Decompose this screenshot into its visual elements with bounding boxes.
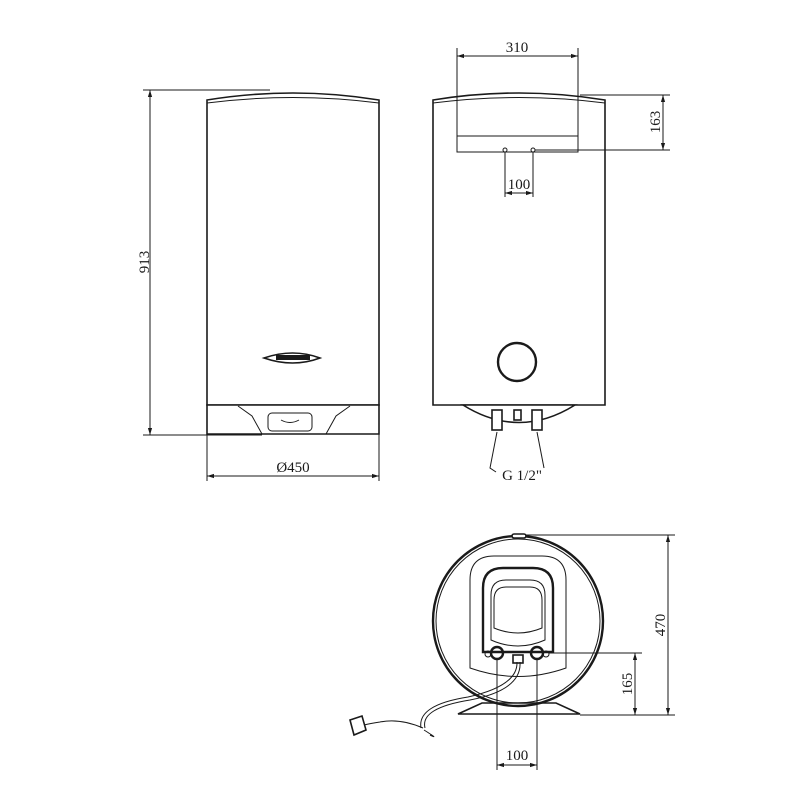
front-view: 913 Ø450	[137, 89, 380, 481]
height-label: 913	[137, 251, 153, 274]
cable-gland	[512, 654, 524, 664]
control-panel	[267, 412, 313, 432]
pipe-spacing-label: 100	[506, 748, 529, 764]
power-plug	[349, 714, 367, 737]
bottom-view: 470 165 100	[349, 533, 675, 770]
bracket-height-label: 163	[648, 111, 664, 134]
pipe-height-label: 165	[620, 673, 636, 696]
diameter-label: Ø450	[276, 460, 309, 476]
depth-label: 470	[653, 614, 669, 637]
power-cord	[424, 661, 521, 729]
back-view: 310 163 100 G 1/2"	[432, 40, 670, 484]
inspection-flange	[496, 341, 538, 383]
control-housing	[481, 566, 555, 654]
stand	[457, 702, 581, 715]
heater-body-back	[432, 92, 606, 406]
heater-body-front	[206, 92, 380, 406]
bracket-width-label: 310	[506, 40, 529, 56]
bracket-holes-label: 100	[508, 177, 531, 193]
pipe-thread-label: G 1/2"	[502, 468, 542, 484]
wall-bracket	[456, 103, 579, 153]
ariston-logo	[276, 355, 310, 360]
tank-outline	[431, 534, 605, 708]
